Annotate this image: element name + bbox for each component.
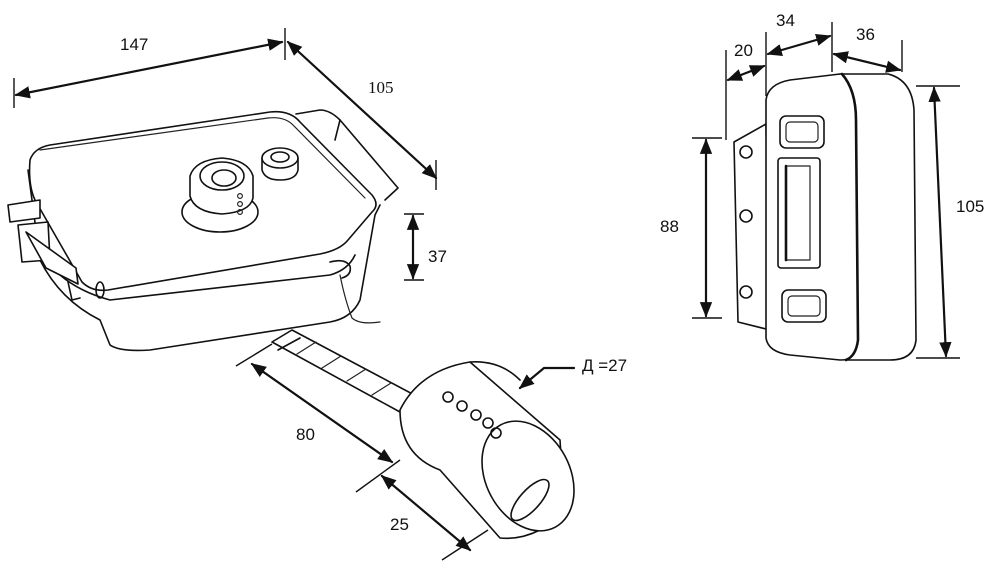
dimension-cylinder-length: 25	[355, 459, 489, 561]
label-cylinder-diameter: Д =27	[582, 356, 627, 375]
dimension-lock-height: 37	[404, 213, 447, 281]
dimension-cylinder-diameter: Д =27	[518, 356, 627, 390]
label-cylinder-length: 25	[390, 515, 409, 534]
label-strike-width-mid: 34	[776, 11, 795, 30]
dimension-lock-depth: 105	[286, 40, 438, 190]
dimension-lock-width: 147	[13, 28, 286, 108]
dimension-key-length: 80	[235, 343, 394, 464]
label-lock-width: 147	[120, 35, 148, 54]
dimension-strike-inner-height: 88	[660, 137, 722, 319]
label-strike-width-body: 36	[856, 25, 875, 44]
dimension-strike-top: 20 34 36	[725, 11, 903, 140]
strike-plate	[733, 72, 917, 362]
label-strike-width-small: 20	[734, 41, 753, 60]
label-strike-height-total: 105	[956, 197, 984, 216]
lock-body	[7, 109, 399, 352]
dimension-strike-total-height: 105	[916, 85, 984, 359]
label-lock-depth: 105	[368, 78, 394, 97]
label-lock-height: 37	[428, 247, 447, 266]
label-strike-height-inner: 88	[660, 217, 679, 236]
key-cylinder	[271, 329, 575, 540]
label-key-length: 80	[296, 425, 315, 444]
